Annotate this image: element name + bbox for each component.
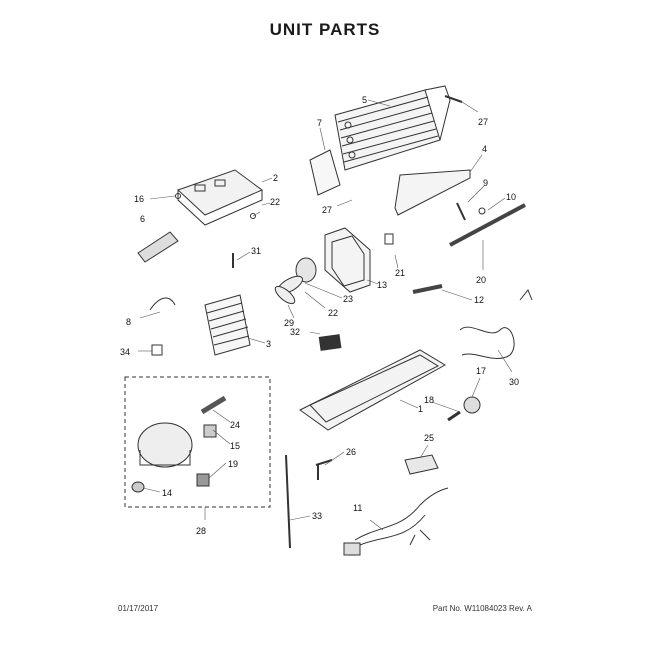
screw-part (175, 193, 181, 199)
insulation-part (137, 231, 179, 263)
callout-19: 19 (228, 459, 238, 469)
insulation-pad-part (404, 454, 439, 475)
callout-7: 7 (317, 118, 322, 128)
callout-8: 8 (126, 317, 131, 327)
rod-part (285, 454, 291, 549)
callout-1: 1 (418, 404, 423, 414)
footer-date: 01/17/2017 (118, 604, 159, 613)
condenser-bracket-part (309, 149, 341, 196)
tube-part (449, 203, 526, 247)
relay-part (203, 424, 217, 438)
screw-part (250, 213, 256, 219)
overload-part (196, 473, 210, 487)
callout-33: 33 (312, 511, 322, 521)
screw-part (444, 95, 463, 103)
compressor-group-box (124, 376, 271, 508)
callout-21: 21 (395, 268, 405, 278)
callout-18: 18 (424, 395, 434, 405)
coil-part (459, 326, 515, 360)
callout-22b: 22 (328, 308, 338, 318)
callout-4: 4 (482, 144, 487, 154)
callout-2: 2 (273, 173, 278, 183)
sensor-part (412, 284, 443, 294)
drier-tube-part (456, 202, 466, 221)
callout-10: 10 (506, 192, 516, 202)
fan-shroud-part (324, 227, 371, 293)
callout-29: 29 (284, 318, 294, 328)
callout-27: 27 (478, 117, 488, 127)
gasket-part (318, 334, 342, 351)
clip-part (384, 233, 394, 245)
wire-harness-part (343, 487, 449, 556)
callout-24: 24 (230, 420, 240, 430)
condenser-part (334, 85, 451, 171)
callout-9: 9 (483, 178, 488, 188)
callout-17: 17 (476, 366, 486, 376)
leader-lines (138, 99, 513, 531)
bracket-part (315, 459, 333, 480)
callout-13: 13 (377, 280, 387, 290)
callout-32: 32 (290, 327, 300, 337)
callout-3: 3 (266, 339, 271, 349)
drain-tube-part (394, 169, 471, 216)
pin-part (447, 410, 461, 422)
footer-part-number: Part No. W11084023 Rev. A (432, 604, 532, 613)
capacitor-part (200, 395, 227, 415)
callout-27b: 27 (322, 205, 332, 215)
callout-28: 28 (196, 526, 206, 536)
fan-blade-part (274, 275, 303, 305)
grommet-part (463, 396, 481, 414)
callout-14: 14 (162, 488, 172, 498)
control-box-part (177, 169, 263, 216)
callout-16: 16 (134, 194, 144, 204)
callout-31: 31 (251, 246, 261, 256)
callout-34: 34 (120, 347, 130, 357)
callout-26: 26 (346, 447, 356, 457)
callout-5: 5 (362, 95, 367, 105)
callout-23: 23 (343, 294, 353, 304)
callout-11: 11 (353, 503, 362, 513)
evaporator-part (204, 294, 251, 356)
callout-12: 12 (474, 295, 484, 305)
fan-motor-part (295, 257, 317, 283)
callout-20: 20 (476, 275, 486, 285)
callout-22: 22 (270, 197, 280, 207)
callout-25: 25 (424, 433, 434, 443)
callout-6: 6 (140, 214, 145, 224)
callout-30: 30 (509, 377, 519, 387)
compressor-part (137, 422, 193, 468)
clip-part (151, 344, 163, 356)
grommet-part (131, 481, 145, 493)
screw-part (478, 207, 486, 215)
callout-15: 15 (230, 441, 240, 451)
page-title: UNIT PARTS (269, 20, 381, 39)
base-pan-part (299, 349, 446, 431)
capillary-part (149, 297, 176, 311)
